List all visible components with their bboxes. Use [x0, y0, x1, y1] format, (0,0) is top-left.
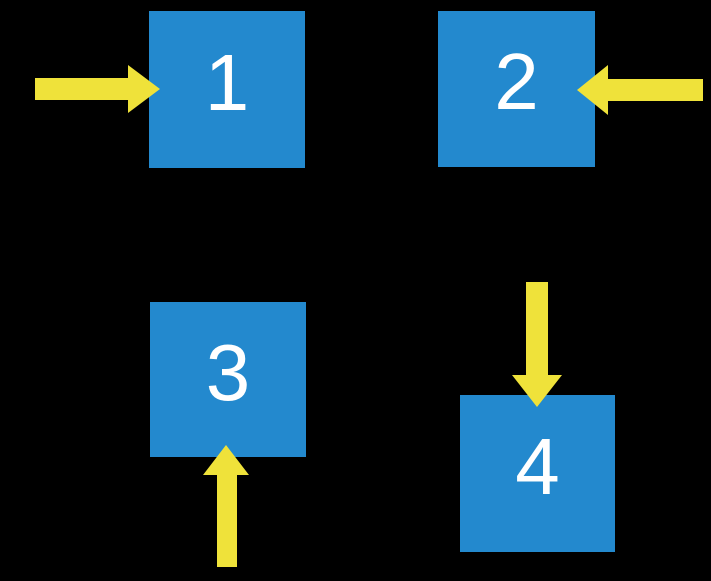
square-3-label: 3 — [205, 327, 251, 417]
arrow-up-icon — [203, 445, 249, 567]
square-2: 2 — [438, 11, 595, 167]
arrow-left-icon — [577, 65, 703, 115]
arrow-down-icon — [512, 282, 562, 407]
square-1: 1 — [149, 11, 305, 168]
square-4-label: 4 — [515, 421, 560, 511]
square-2-label: 2 — [494, 37, 539, 126]
square-3: 3 — [150, 302, 306, 457]
arrow-right-icon — [35, 65, 160, 113]
square-1-label: 1 — [204, 37, 250, 127]
square-4: 4 — [460, 395, 615, 552]
